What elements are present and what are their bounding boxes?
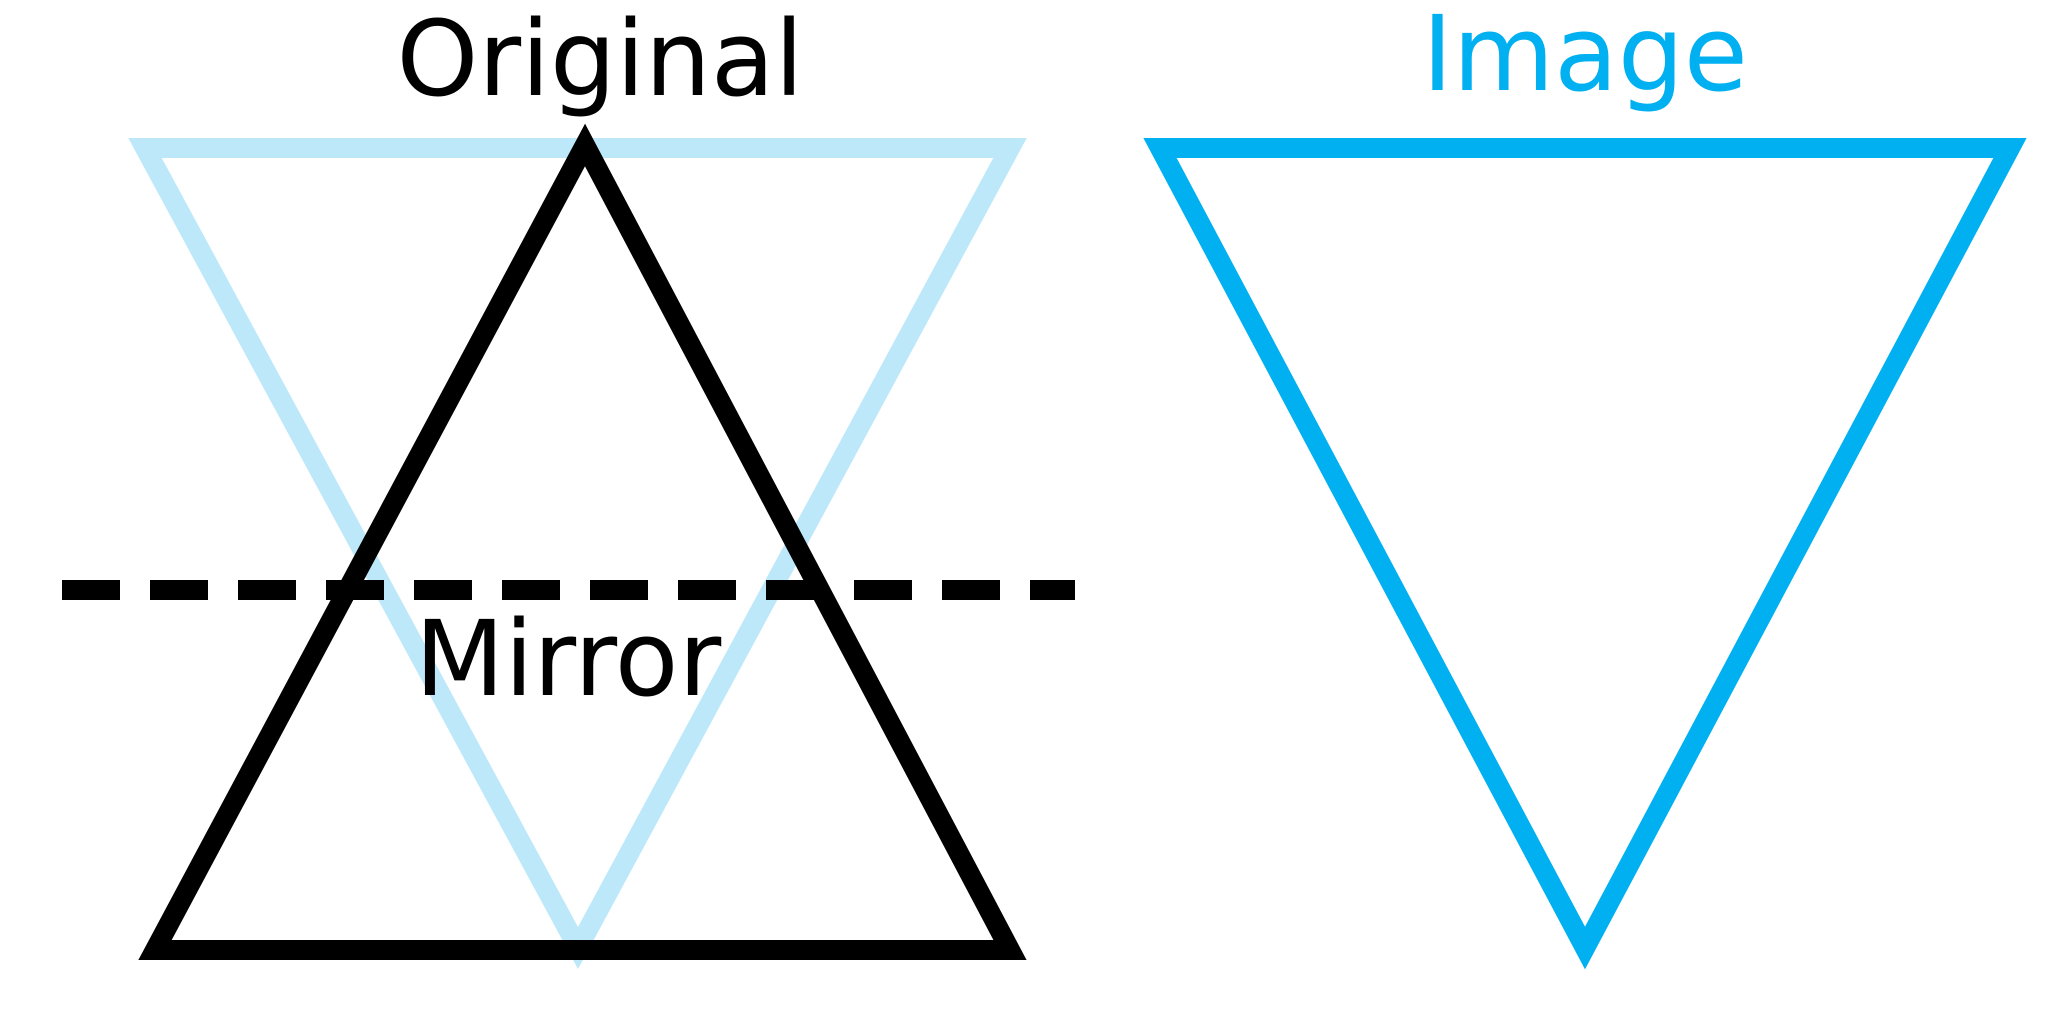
original-triangle: [138, 123, 1027, 960]
image-triangle: [1143, 138, 2027, 970]
original-label: Original: [397, 0, 804, 120]
reflected-triangle-ghost: [128, 138, 1027, 970]
mirror-label: Mirror: [415, 598, 722, 720]
image-label: Image: [1422, 0, 1748, 115]
